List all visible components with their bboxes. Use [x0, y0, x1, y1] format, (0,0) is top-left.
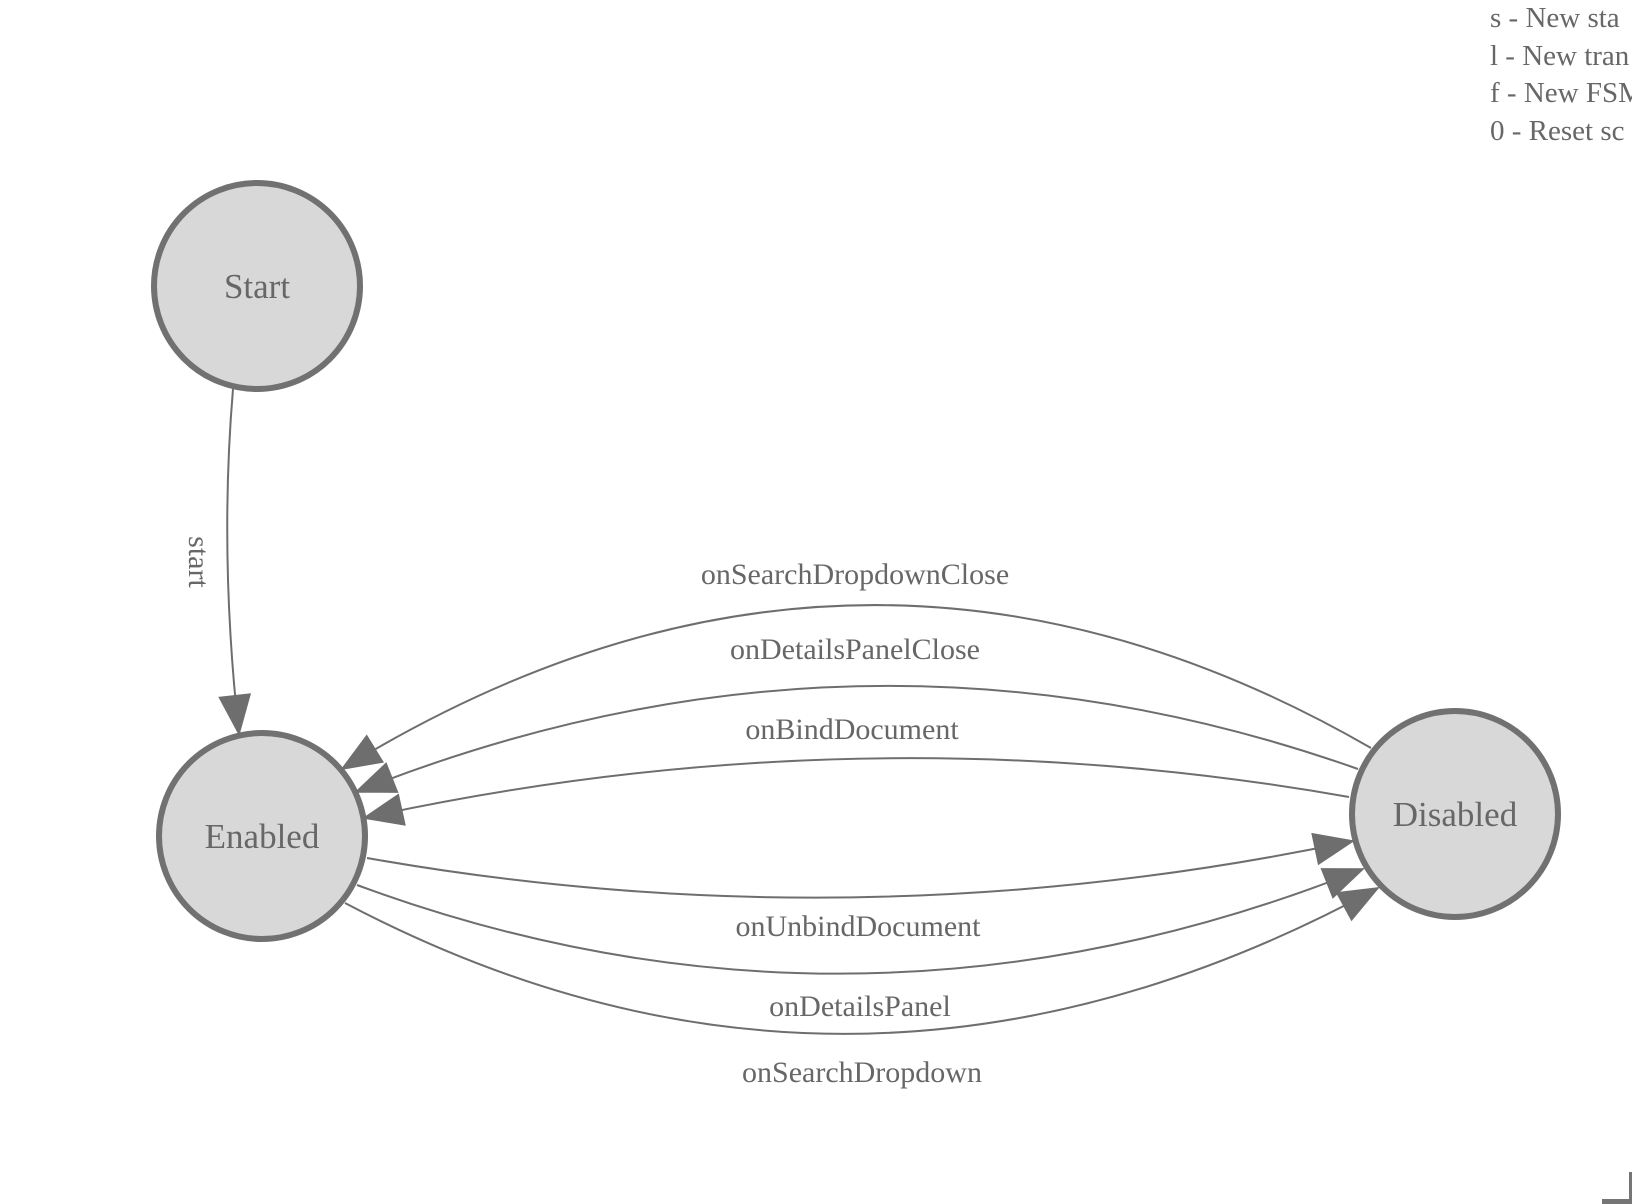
state-circle-disabled[interactable]: [1349, 708, 1561, 920]
corner-element-vertical: [1629, 1172, 1632, 1204]
shortcut-legend: s - New sta l - New tran f - New FSM 0 -…: [1490, 0, 1632, 150]
legend-line-new-state: s - New sta: [1490, 2, 1620, 34]
edge-onSearchDropdownClose-label: onSearchDropdownClose: [701, 558, 1009, 591]
state-node-start[interactable]: Start: [151, 180, 363, 392]
edge-start-transition: start: [182, 388, 252, 737]
edge-onDetailsPanelClose: onDetailsPanelClose: [354, 633, 1359, 793]
edge-onDetailsPanelClose-path[interactable]: [354, 684, 1359, 793]
state-label-start: Start: [224, 267, 290, 306]
state-circle-start[interactable]: [151, 180, 363, 392]
edge-onSearchDropdown: onSearchDropdown: [344, 887, 1380, 1089]
edge-onDetailsPanel-label: onDetailsPanel: [769, 990, 951, 1023]
edge-onSearchDropdownClose: onSearchDropdownClose: [340, 558, 1372, 771]
state-label-enabled: Enabled: [205, 817, 320, 856]
edge-onBindDocument-label: onBindDocument: [745, 713, 959, 746]
edge-onUnbindDocument-path[interactable]: [366, 832, 1356, 899]
edge-onUnbindDocument-label: onUnbindDocument: [736, 910, 982, 943]
edge-onDetailsPanel-path[interactable]: [356, 868, 1365, 975]
edge-onSearchDropdownClose-path[interactable]: [340, 604, 1372, 771]
edge-onUnbindDocument: onUnbindDocument: [366, 832, 1356, 943]
edge-onSearchDropdown-path[interactable]: [344, 887, 1380, 1035]
legend-line-new-fsm: f - New FSM: [1490, 77, 1632, 109]
state-node-disabled[interactable]: Disabled: [1349, 708, 1561, 920]
edge-onSearchDropdown-label: onSearchDropdown: [742, 1056, 982, 1089]
state-node-enabled[interactable]: Enabled: [156, 730, 368, 942]
state-label-disabled: Disabled: [1393, 795, 1518, 834]
legend-line-reset-scale: 0 - Reset sc: [1490, 114, 1625, 147]
legend-line-new-transition: l - New tran: [1490, 39, 1630, 72]
edge-onDetailsPanelClose-label: onDetailsPanelClose: [730, 633, 980, 666]
edge-onBindDocument: onBindDocument: [361, 713, 1350, 826]
edge-start-transition-path[interactable]: [218, 388, 252, 737]
edge-onDetailsPanel: onDetailsPanel: [356, 868, 1365, 1023]
corner-element-horizontal: [1602, 1199, 1632, 1204]
edge-onBindDocument-path[interactable]: [361, 757, 1350, 826]
state-circle-enabled[interactable]: [156, 730, 368, 942]
edge-start-transition-label: start: [182, 536, 215, 588]
